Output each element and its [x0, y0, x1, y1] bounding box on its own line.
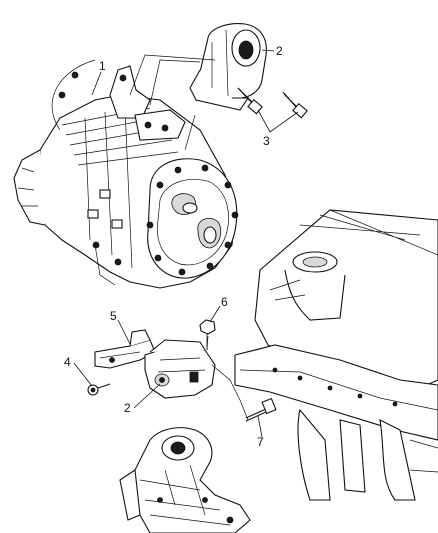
alignment-lines [129, 54, 216, 151]
transmission-mount-bracket [94, 329, 156, 369]
leader-lines [73, 49, 299, 438]
transmission-assembly [13, 59, 239, 289]
callout-2-lower: 2 [124, 401, 131, 415]
callout-2-upper: 2 [276, 44, 283, 58]
callout-5: 5 [110, 309, 117, 323]
lower-mount-bracket-assembly [119, 427, 251, 533]
mount-guide-lines [206, 335, 249, 421]
engine-mount-insulator-upper [189, 23, 267, 111]
callout-3: 3 [263, 134, 270, 148]
transmission-mount-insulator-lower [144, 339, 216, 399]
callout-4: 4 [64, 355, 71, 369]
mount-bolts-upper [237, 87, 308, 119]
callout-1: 1 [99, 59, 106, 73]
frame-rail-and-strut-tower [234, 209, 438, 501]
callout-7: 7 [257, 435, 264, 449]
through-bolt [245, 397, 277, 422]
callout-6: 6 [221, 295, 228, 309]
bracket-bolt [87, 383, 111, 396]
callout-labels: 1 2 3 4 5 6 2 7 [64, 44, 283, 449]
